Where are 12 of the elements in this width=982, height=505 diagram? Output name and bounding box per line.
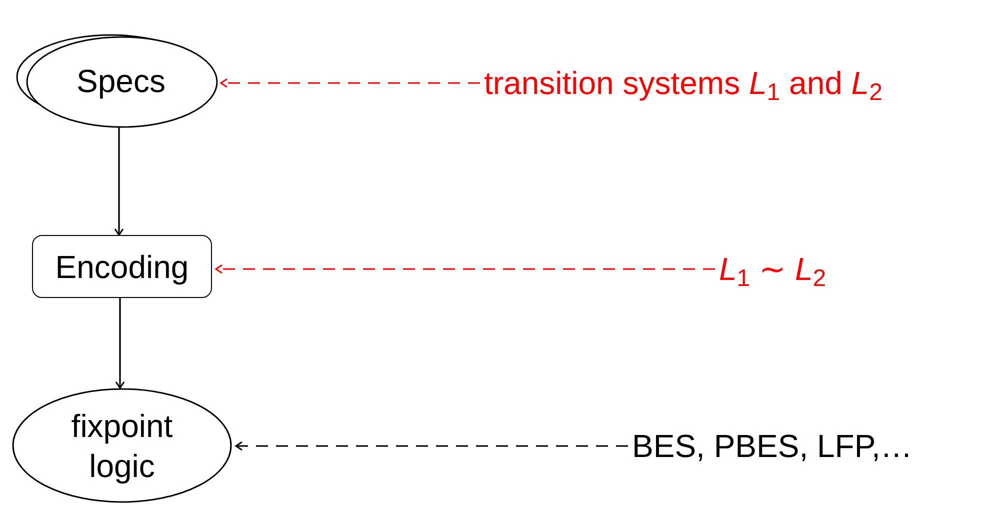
annotation-text: transition systems L$_{1}$ and L$_{2}$	[484, 64, 882, 103]
annotation-text: BES, PBES, LFP,…	[632, 427, 912, 466]
node-label: Specs	[76, 62, 166, 101]
process-box	[32, 235, 212, 298]
annotation-text: L$_{1}$ ∼ L$_{2}$	[719, 250, 826, 289]
dashed-arrow	[220, 78, 480, 88]
dashed-arrow	[215, 264, 715, 274]
node-label: Encoding	[55, 248, 189, 286]
arrow	[114, 127, 124, 236]
node-label: fixpoint logic	[70, 406, 174, 486]
arrow	[115, 298, 125, 389]
dashed-arrow	[235, 441, 628, 451]
